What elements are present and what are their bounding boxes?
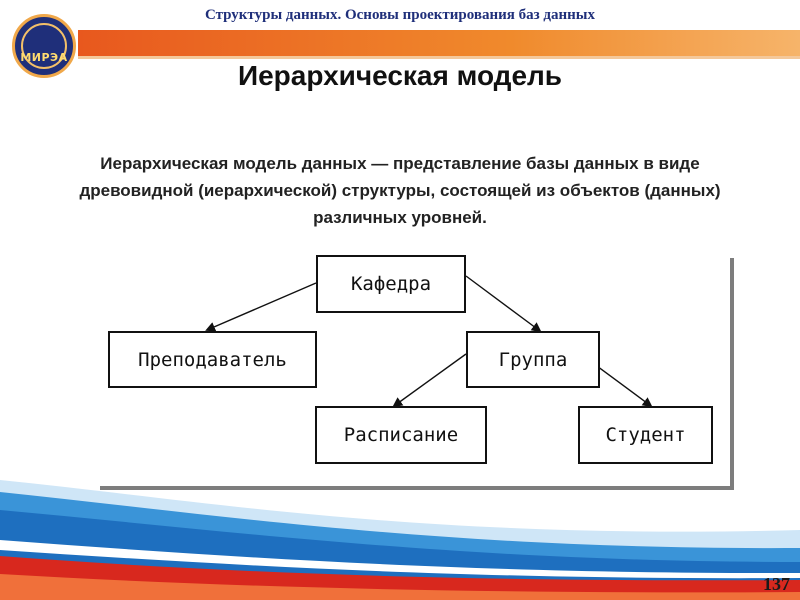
node-prepodavatel-label: Преподаватель bbox=[138, 348, 287, 371]
logo-ring bbox=[21, 23, 67, 69]
wave-orange bbox=[0, 574, 800, 600]
header-bar bbox=[78, 30, 800, 56]
header-bar-shadow bbox=[78, 56, 800, 59]
node-kafedra-label: Кафедра bbox=[350, 273, 432, 295]
node-student: Студент bbox=[578, 406, 713, 464]
node-raspisanie-label: Расписание bbox=[343, 424, 459, 446]
node-raspisanie: Расписание bbox=[315, 406, 487, 464]
wave-white-stripe bbox=[0, 540, 800, 579]
header-title: Структуры данных. Основы проектирования … bbox=[204, 7, 596, 23]
edge-kafedra-gruppa bbox=[465, 275, 542, 333]
edge-gruppa-raspisanie bbox=[392, 353, 467, 408]
university-logo: МИРЭА bbox=[12, 14, 76, 78]
slide-title: Иерархическая модель bbox=[237, 60, 563, 91]
node-gruppa-label: Группа bbox=[498, 348, 568, 371]
slide-number: 137 bbox=[763, 574, 790, 594]
node-kafedra: Кафедра bbox=[316, 255, 466, 313]
node-student-label: Студент bbox=[605, 424, 686, 446]
description-text: Иерархическая модель данных — представле… bbox=[79, 154, 721, 227]
decorative-waves bbox=[0, 480, 800, 600]
edge-kafedra-prepodavatel bbox=[205, 282, 317, 332]
edge-gruppa-student bbox=[596, 365, 653, 408]
node-prepodavatel: Преподаватель bbox=[108, 331, 317, 388]
node-gruppa: Группа bbox=[466, 331, 600, 388]
logo-label: МИРЭА bbox=[20, 51, 68, 64]
